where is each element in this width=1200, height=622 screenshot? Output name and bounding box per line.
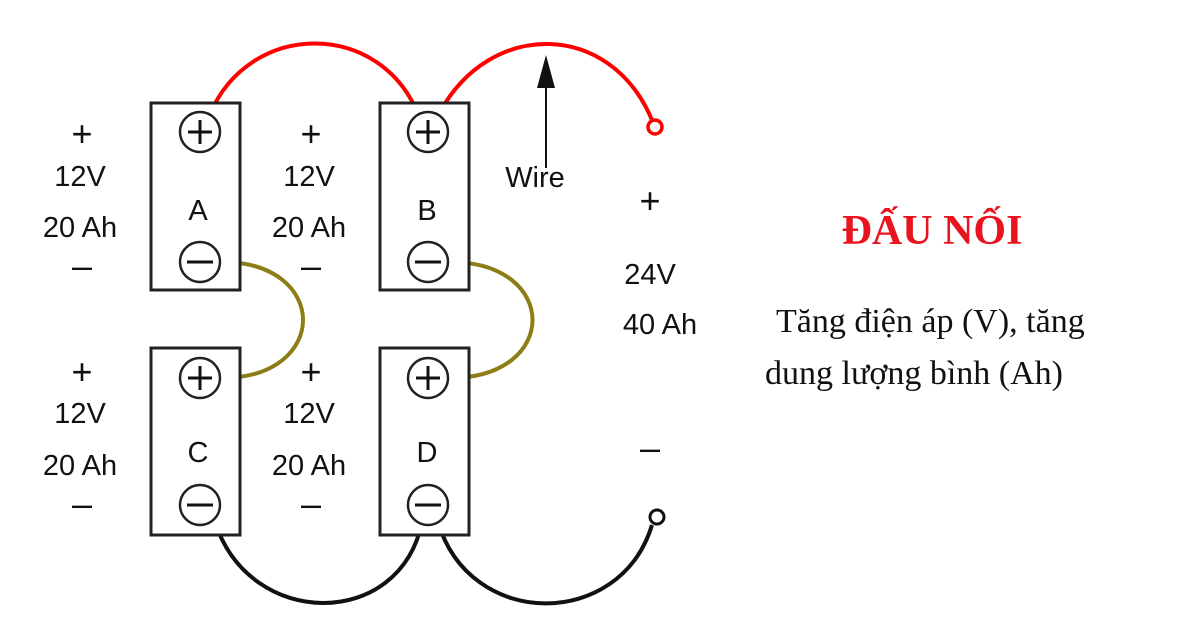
series-wire-b-d bbox=[449, 260, 535, 380]
wire-label: Wire bbox=[505, 162, 565, 194]
negative-wire-d-output bbox=[436, 521, 654, 606]
svg-text:24V: 24V bbox=[624, 259, 676, 291]
battery-d: D bbox=[378, 346, 471, 537]
wire-arrow-icon bbox=[537, 55, 555, 168]
svg-text:12V: 12V bbox=[283, 398, 335, 430]
svg-text:+: + bbox=[300, 113, 321, 154]
negative-output-terminal bbox=[648, 508, 666, 526]
svg-text:20 Ah: 20 Ah bbox=[272, 450, 346, 482]
positive-wire-b-output bbox=[438, 42, 654, 121]
battery-a-specs: + 12V 20 Ah – bbox=[43, 113, 117, 286]
svg-text:+: + bbox=[71, 351, 92, 392]
svg-text:+: + bbox=[71, 113, 92, 154]
svg-text:12V: 12V bbox=[283, 161, 335, 193]
svg-text:–: – bbox=[301, 245, 321, 286]
svg-text:20 Ah: 20 Ah bbox=[43, 212, 117, 244]
series-wire-a-c bbox=[221, 260, 305, 380]
battery-label: B bbox=[417, 195, 436, 227]
output-specs: + 24V 40 Ah – bbox=[623, 180, 697, 468]
negative-wire-c-d bbox=[213, 521, 424, 605]
battery-a: A bbox=[149, 101, 242, 292]
positive-output-terminal bbox=[646, 118, 664, 136]
svg-text:12V: 12V bbox=[54, 398, 106, 430]
battery-c-specs: + 12V 20 Ah – bbox=[43, 351, 117, 524]
svg-text:+: + bbox=[300, 351, 321, 392]
svg-text:40 Ah: 40 Ah bbox=[623, 309, 697, 341]
svg-text:20 Ah: 20 Ah bbox=[272, 212, 346, 244]
title: ĐẤU NỐI bbox=[842, 206, 1023, 254]
battery-b-specs: + 12V 20 Ah – bbox=[272, 113, 346, 286]
battery-b: B bbox=[378, 101, 471, 292]
battery-label: D bbox=[417, 437, 438, 469]
svg-text:12V: 12V bbox=[54, 161, 106, 193]
subtitle-line-1: Tăng điện áp (V), tăng bbox=[776, 303, 1085, 340]
svg-text:–: – bbox=[301, 483, 321, 524]
svg-text:–: – bbox=[640, 427, 660, 468]
positive-wire-a-b bbox=[208, 41, 420, 115]
subtitle-line-2: dung lượng bình (Ah) bbox=[765, 355, 1063, 392]
svg-text:–: – bbox=[72, 245, 92, 286]
battery-d-specs: + 12V 20 Ah – bbox=[272, 351, 346, 524]
battery-c: C bbox=[149, 346, 242, 537]
svg-text:+: + bbox=[639, 180, 660, 221]
svg-text:20 Ah: 20 Ah bbox=[43, 450, 117, 482]
svg-text:–: – bbox=[72, 483, 92, 524]
battery-label: A bbox=[188, 195, 208, 227]
battery-label: C bbox=[188, 437, 209, 469]
